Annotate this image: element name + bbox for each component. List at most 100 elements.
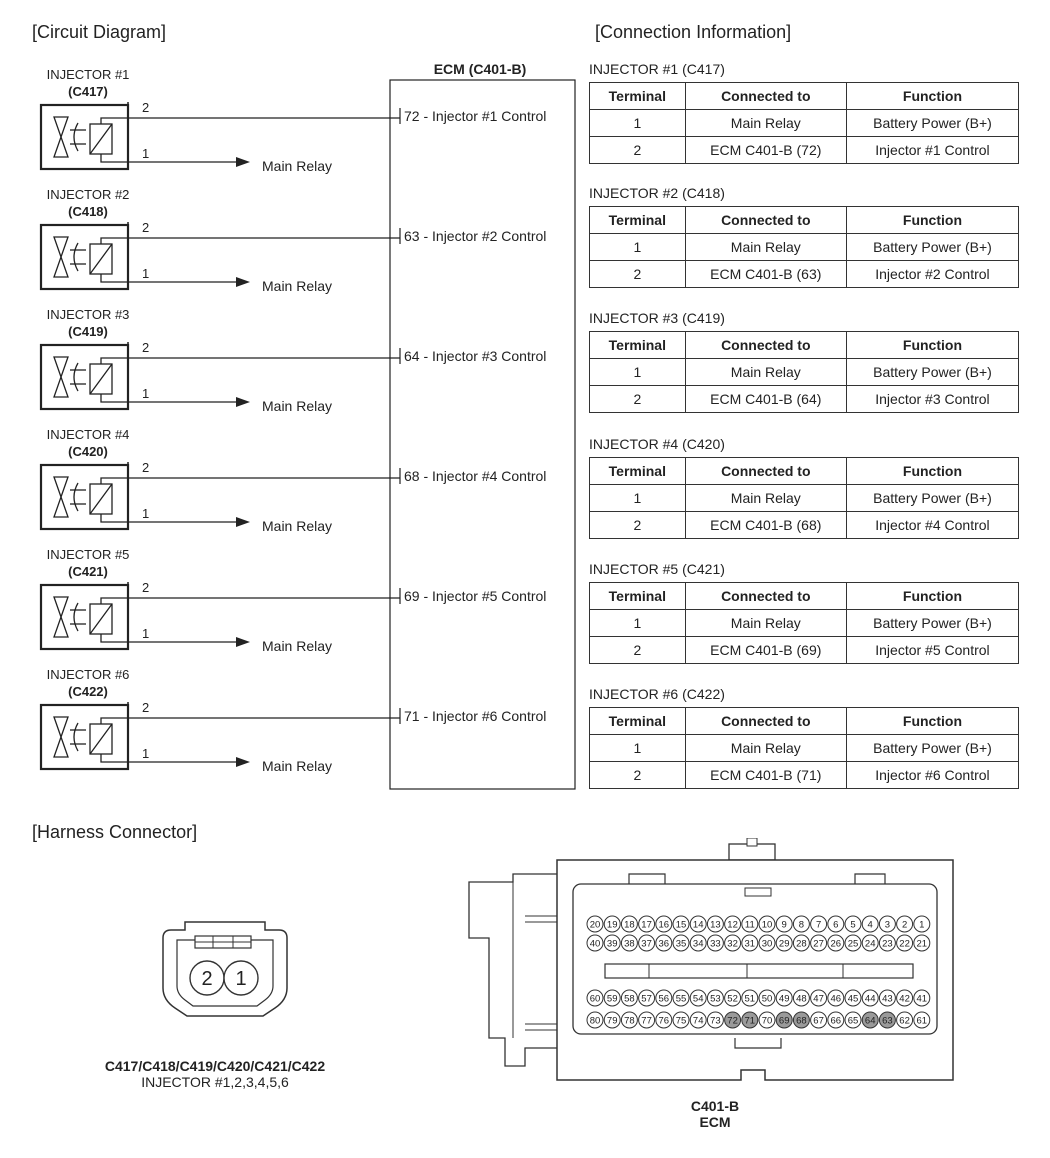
ecm-pin-number: 28 <box>796 939 807 950</box>
ecm-pin-number: 48 <box>796 994 807 1005</box>
ecm-pin <box>913 915 931 933</box>
ecm-pin-number: 43 <box>882 994 893 1005</box>
pin-1-number: 1 <box>142 626 149 641</box>
ecm-pin-number: 75 <box>676 1016 687 1027</box>
ecm-pin <box>724 915 742 933</box>
injector-box <box>39 583 130 651</box>
column-header: Connected to <box>684 82 847 110</box>
table-cell: Battery Power (B+) <box>845 109 1020 137</box>
table-cell: ECM C401-B (68) <box>684 511 847 539</box>
column-header: Terminal <box>589 331 686 359</box>
ecm-pin-number: 38 <box>624 939 635 950</box>
table-cell: 1 <box>589 358 686 386</box>
table-cell: 1 <box>589 484 686 512</box>
ecm-pin-number: 50 <box>762 994 773 1005</box>
table-cell: Main Relay <box>684 358 847 386</box>
ecm-pin <box>603 915 621 933</box>
pin-1-number: 1 <box>142 146 149 161</box>
ecm-pin-number: 35 <box>676 939 687 950</box>
ecm-pin-number: 1 <box>919 920 924 931</box>
ecm-pin-number: 67 <box>813 1016 824 1027</box>
ecm-pin <box>827 1011 845 1029</box>
ecm-pin-number: 79 <box>607 1016 618 1027</box>
ecm-pin <box>775 934 793 952</box>
ecm-pin-number: 3 <box>885 920 890 931</box>
ecm-pin <box>861 934 879 952</box>
ecm-pin <box>792 989 810 1007</box>
ecm-pin-number: 63 <box>882 1016 893 1027</box>
ecm-pin-number: 65 <box>848 1016 859 1027</box>
column-header: Function <box>845 82 1020 110</box>
ecm-pin <box>878 915 896 933</box>
ecm-pin <box>810 1011 828 1029</box>
table-cell: 2 <box>589 136 686 164</box>
table-cell: ECM C401-B (63) <box>684 260 847 288</box>
ecm-pin-number: 71 <box>745 1016 756 1027</box>
ecm-pin-number: 62 <box>899 1016 910 1027</box>
ecm-pin-number: 58 <box>624 994 635 1005</box>
ecm-pin-number: 47 <box>813 994 824 1005</box>
ecm-pin-number: 11 <box>745 920 755 931</box>
ecm-pin-label: 72 - Injector #1 Control <box>404 108 546 124</box>
pin-1 <box>223 960 259 996</box>
ecm-pin <box>706 934 724 952</box>
ecm-pin-number: 51 <box>745 994 756 1005</box>
table-cell: 1 <box>589 233 686 261</box>
ecm-pin <box>672 934 690 952</box>
ecm-pin <box>689 989 707 1007</box>
ecm-pin-number: 10 <box>762 920 773 931</box>
ecm-pin <box>878 1011 896 1029</box>
ecm-pin-number: 76 <box>659 1016 670 1027</box>
injector-name: INJECTOR #5 <box>47 547 130 562</box>
ecm-pin <box>689 1011 707 1029</box>
ecm-pin <box>896 1011 914 1029</box>
table-cell: Main Relay <box>684 233 847 261</box>
column-header: Function <box>845 331 1020 359</box>
ecm-pin-number: 13 <box>710 920 721 931</box>
ecm-pin-number: 26 <box>831 939 842 950</box>
ecm-pin-number: 25 <box>848 939 859 950</box>
injector-name: INJECTOR #4 <box>47 427 130 442</box>
ecm-pin-number: 32 <box>727 939 738 950</box>
injector-box <box>39 223 130 291</box>
injector-connector-code: (C417) <box>68 84 108 99</box>
ecm-pin-number: 22 <box>899 939 910 950</box>
table-cell: Injector #1 Control <box>845 136 1020 164</box>
pin-2-number: 2 <box>142 700 149 715</box>
ecm-pin-number: 57 <box>641 994 652 1005</box>
ecm-pin-number: 14 <box>693 920 704 931</box>
ecm-pin-number: 55 <box>676 994 687 1005</box>
ecm-pin-number: 9 <box>782 920 787 931</box>
table-cell: Battery Power (B+) <box>845 233 1020 261</box>
ecm-pin-number: 39 <box>607 939 618 950</box>
solenoid-valve-icon <box>53 222 129 283</box>
injector-1-circuit: INJECTOR #1(C417)272 - Injector #1 Contr… <box>39 67 546 174</box>
ecm-pin <box>913 934 931 952</box>
table-title: INJECTOR #4 (C420) <box>589 436 725 452</box>
ecm-pin-label: 71 - Injector #6 Control <box>404 708 546 724</box>
ecm-pin <box>655 1011 673 1029</box>
table-title: INJECTOR #1 (C417) <box>589 61 725 77</box>
pin-2-number: 2 <box>142 580 149 595</box>
pin-1-number: 1 <box>142 266 149 281</box>
ecm-pin <box>861 989 879 1007</box>
main-relay-label: Main Relay <box>262 758 332 774</box>
column-header: Connected to <box>684 206 847 234</box>
ecm-pin <box>620 1011 638 1029</box>
ecm-pin <box>672 1011 690 1029</box>
ecm-pin <box>638 934 656 952</box>
ecm-pin <box>810 915 828 933</box>
injector-connector-code: (C421) <box>68 564 108 579</box>
ecm-pin-number: 15 <box>676 920 687 931</box>
arrow-right-icon <box>236 637 250 647</box>
ecm-pin <box>896 934 914 952</box>
table-cell: Main Relay <box>684 609 847 637</box>
